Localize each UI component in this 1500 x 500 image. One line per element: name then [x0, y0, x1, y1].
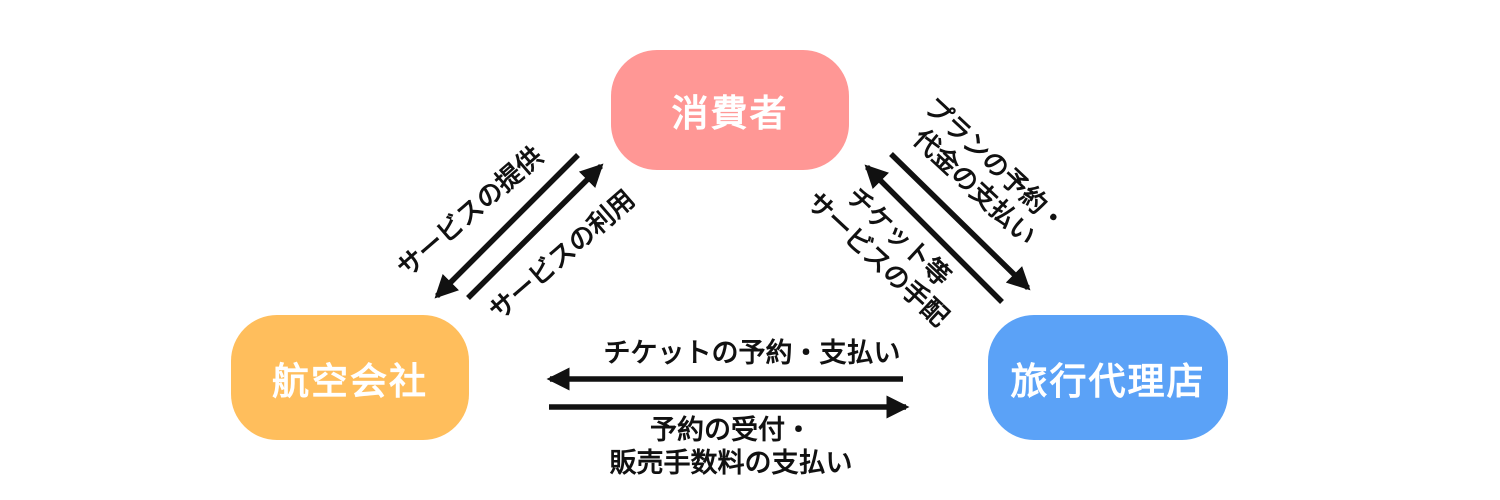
node-airline: 航空会社 [231, 315, 469, 440]
edge-label-line: 販売手数料の支払い [609, 448, 853, 479]
arrow-consumer-to-airline [434, 153, 580, 299]
node-airline-label: 航空会社 [272, 359, 428, 403]
edge-label-ticket-booking-payment: チケットの予約・支払い [604, 338, 901, 370]
edge-label-line: チケットの予約・支払い [603, 337, 901, 369]
node-consumer-label: 消費者 [671, 92, 789, 135]
node-agency-label: 旅行代理店 [1010, 359, 1206, 403]
arrow-consumer-to-agency [889, 152, 1031, 291]
node-agency: 旅行代理店 [988, 315, 1228, 440]
arrow-agency-to-consumer [864, 164, 1004, 304]
node-consumer: 消費者 [611, 50, 849, 170]
edge-label-line: 予約の受付・ [650, 415, 812, 447]
edge-label-booking-acceptance-commission: 予約の受付・ 販売手数料の支払い [610, 415, 853, 481]
arrow-airline-to-consumer [466, 163, 604, 300]
